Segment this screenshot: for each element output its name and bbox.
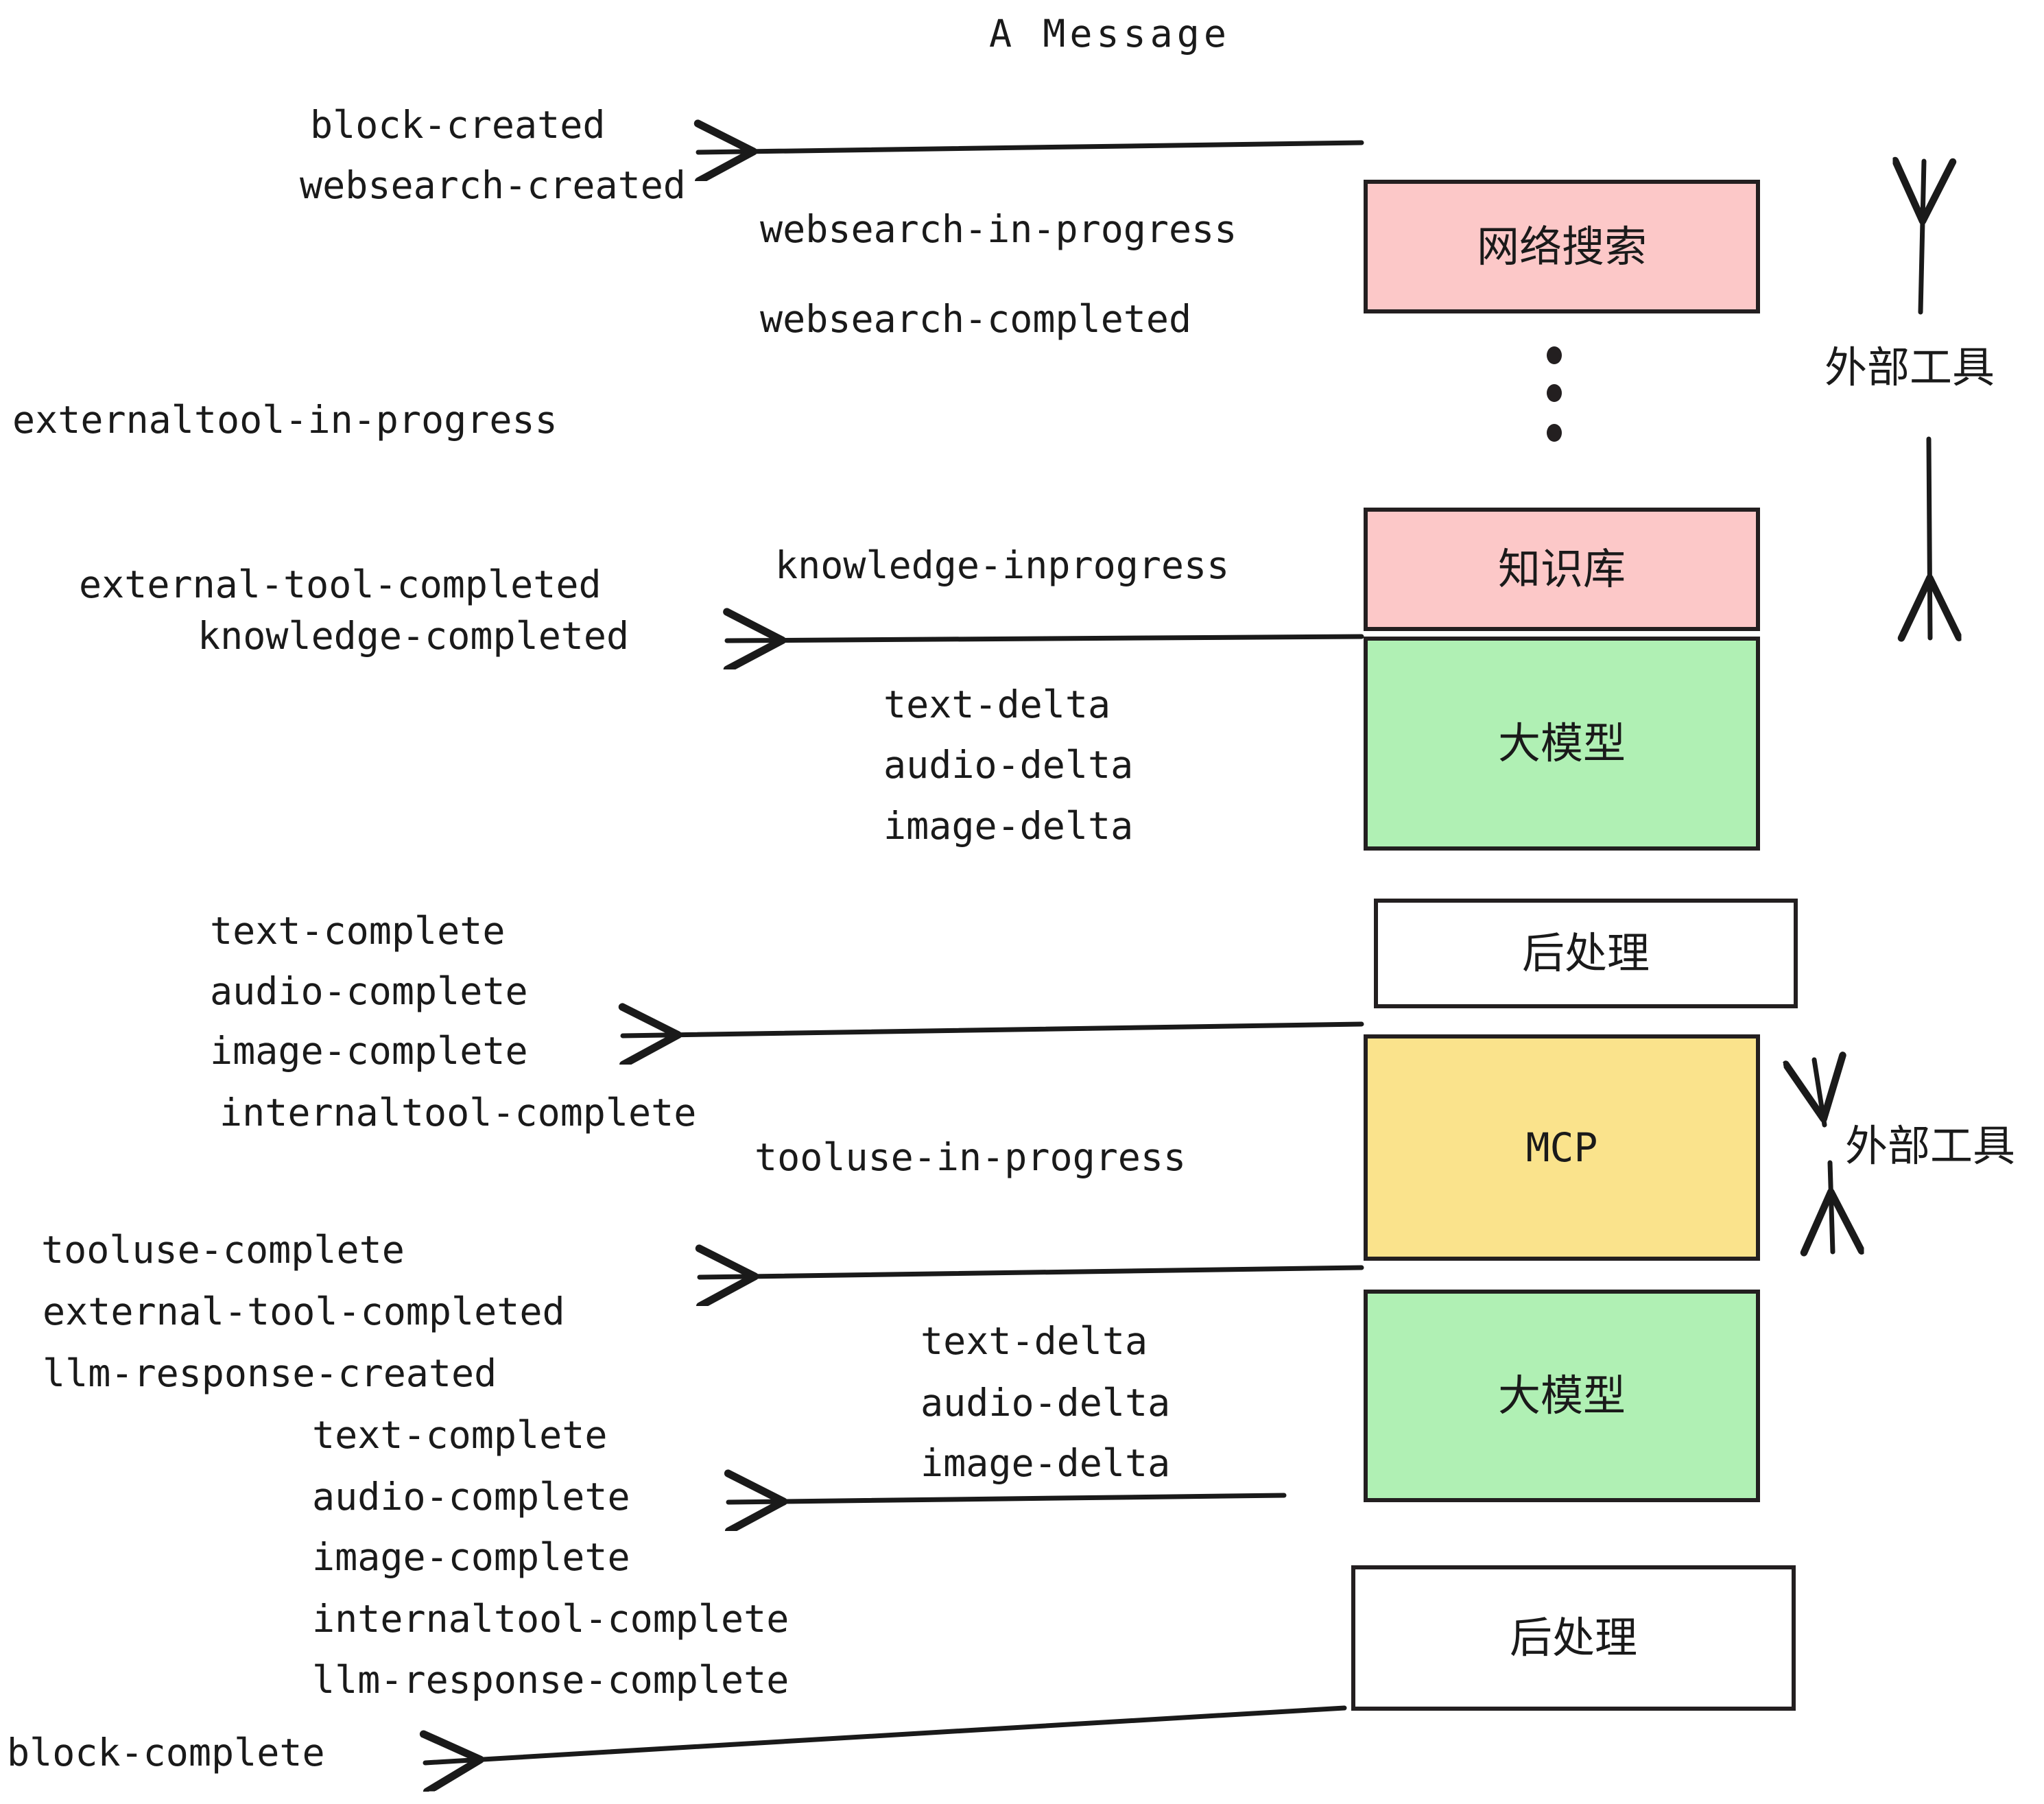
event-label-image-complete-1: image-complete xyxy=(210,1029,528,1073)
event-label-tooluse-in-progress: tooluse-in-progress xyxy=(754,1135,1187,1179)
node-llm-1[interactable]: 大模型 xyxy=(1364,637,1760,851)
event-label-tooluse-complete: tooluse-complete xyxy=(41,1228,405,1272)
event-label-text-delta-2: text-delta xyxy=(920,1319,1148,1363)
side-annotation-external-tool-top: 外部工具 xyxy=(1825,342,1995,392)
event-label-image-delta-1: image-delta xyxy=(883,804,1134,848)
ellipsis-dot xyxy=(1547,346,1562,364)
node-mcp-label: MCP xyxy=(1525,1124,1598,1171)
event-label-audio-delta-1: audio-delta xyxy=(883,743,1134,787)
node-postprocess-1-label: 后处理 xyxy=(1521,928,1650,978)
event-label-internaltool-complete-2: internaltool-complete xyxy=(312,1597,789,1641)
arrow-post2-to-block-complete xyxy=(425,1705,1347,1763)
node-postprocess-2[interactable]: 后处理 xyxy=(1351,1565,1796,1711)
event-label-block-complete: block-complete xyxy=(7,1731,325,1775)
node-llm-2[interactable]: 大模型 xyxy=(1364,1290,1760,1502)
arrow-knowledge-to-completed xyxy=(727,637,1364,641)
event-label-audio-complete-2: audio-complete xyxy=(312,1475,630,1519)
node-llm-1-label: 大模型 xyxy=(1497,718,1626,768)
arrow-websearch-to-block-created xyxy=(698,143,1364,152)
side-annotation-external-tool-bottom: 外部工具 xyxy=(1845,1121,2016,1171)
arrow-external-tool-bottom-down xyxy=(1830,1160,1833,1252)
arrow-llm2-to-audio-complete xyxy=(728,1495,1287,1502)
event-label-text-complete-2: text-complete xyxy=(312,1413,608,1457)
arrow-external-tool-bottom-up xyxy=(1814,1060,1825,1128)
event-label-llm-response-created: llm-response-created xyxy=(43,1351,497,1395)
ellipsis-dot xyxy=(1547,424,1562,442)
event-label-external-tool-completed-2: external-tool-completed xyxy=(43,1290,565,1333)
arrow-external-tool-top-down xyxy=(1929,436,1930,638)
event-label-externaltool-in-progress: externaltool-in-progress xyxy=(12,398,558,442)
node-postprocess-2-label: 后处理 xyxy=(1509,1613,1637,1663)
diagram-title: A Message xyxy=(989,12,1231,56)
event-label-audio-complete-1: audio-complete xyxy=(210,969,528,1013)
event-label-websearch-in-progress: websearch-in-progress xyxy=(760,207,1237,251)
node-llm-2-label: 大模型 xyxy=(1497,1370,1626,1421)
event-label-image-complete-2: image-complete xyxy=(312,1535,630,1579)
event-label-llm-response-complete: llm-response-complete xyxy=(312,1658,789,1702)
node-mcp[interactable]: MCP xyxy=(1364,1034,1760,1261)
event-label-websearch-created: websearch-created xyxy=(300,163,686,207)
node-websearch[interactable]: 网络搜索 xyxy=(1364,180,1760,313)
event-label-image-delta-2: image-delta xyxy=(920,1441,1171,1485)
event-label-block-created: block-created xyxy=(310,103,606,147)
event-label-audio-delta-2: audio-delta xyxy=(920,1381,1171,1425)
event-label-knowledge-inprogress: knowledge-inprogress xyxy=(775,543,1230,587)
event-label-knowledge-completed: knowledge-completed xyxy=(198,614,630,658)
arrow-post1-to-image-complete xyxy=(623,1024,1364,1036)
arrow-external-tool-top-up xyxy=(1921,161,1924,315)
node-knowledge-label: 知识库 xyxy=(1497,544,1626,594)
arrow-mcp-to-tooluse-complete xyxy=(700,1268,1364,1277)
event-label-text-complete-1: text-complete xyxy=(210,909,506,953)
event-label-text-delta-1: text-delta xyxy=(883,683,1111,726)
event-label-external-tool-completed-1: external-tool-completed xyxy=(79,562,602,606)
event-label-internaltool-complete-1: internaltool-complete xyxy=(219,1091,697,1135)
node-postprocess-1[interactable]: 后处理 xyxy=(1374,899,1798,1008)
node-websearch-label: 网络搜索 xyxy=(1476,221,1647,272)
event-label-websearch-completed: websearch-completed xyxy=(760,297,1192,341)
ellipsis-dot xyxy=(1547,384,1562,402)
node-knowledge[interactable]: 知识库 xyxy=(1364,508,1760,631)
